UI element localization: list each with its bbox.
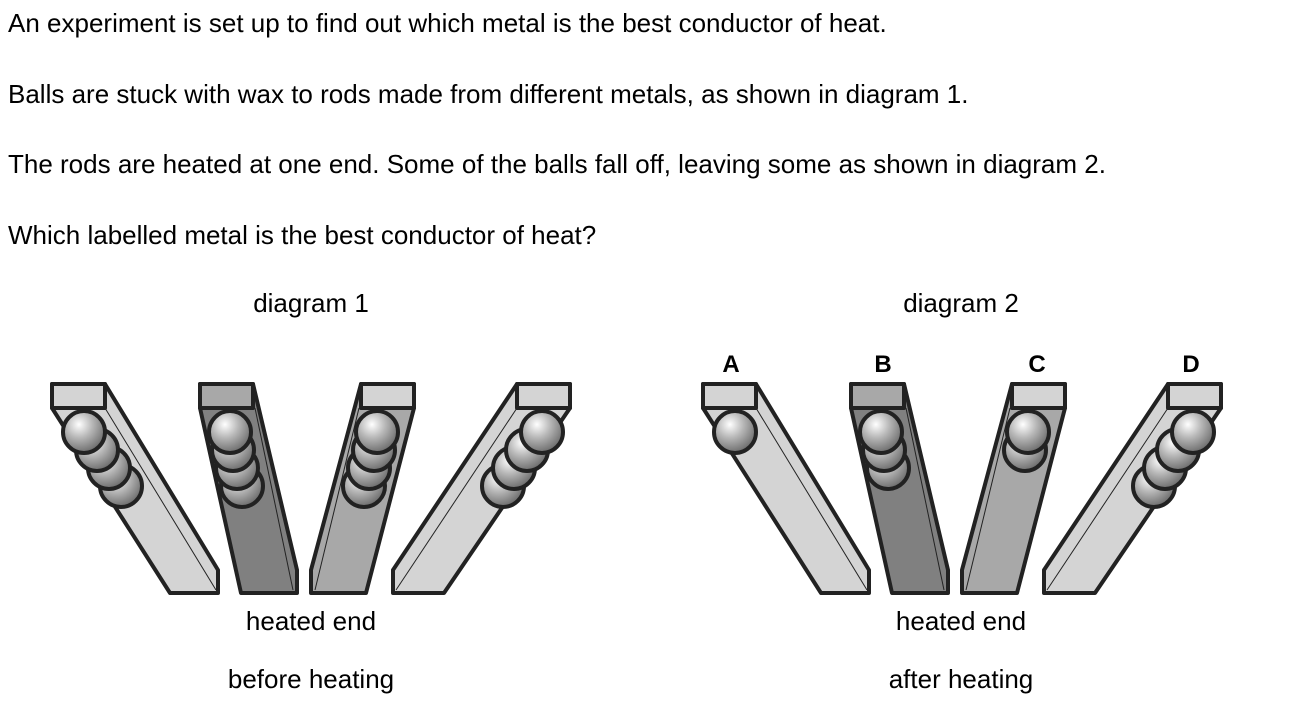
rod-outline — [960, 382, 1067, 595]
wax-ball — [207, 409, 253, 455]
diagram1-rod-4 — [391, 382, 572, 595]
diagram2-rod-3 — [960, 382, 1067, 595]
rod-edge-line — [905, 407, 945, 591]
wax-ball — [858, 409, 904, 455]
question-line-4: Which labelled metal is the best conduct… — [8, 220, 596, 250]
rod-end-face — [50, 382, 107, 410]
rod-edge-line — [314, 407, 360, 591]
wax-ball — [354, 409, 400, 455]
wax-ball — [712, 409, 758, 455]
diagram2-rod-2 — [849, 382, 950, 595]
rod-label-d: D — [1182, 351, 1199, 378]
rod-end-face — [515, 382, 572, 410]
diagram1-rod-1 — [50, 382, 220, 595]
diagram-1: diagram 1 heated end before heating — [50, 288, 572, 694]
rod-side — [105, 384, 218, 593]
rod-end-face — [1166, 382, 1223, 410]
rod-edge-line — [395, 407, 518, 591]
rod-outline — [309, 382, 416, 595]
diagram-2-heated-end-label: heated end — [896, 606, 1026, 636]
rod-label-c: C — [1028, 351, 1045, 378]
diagram1-rod-2 — [198, 382, 299, 595]
diagram-1-caption: before heating — [228, 664, 394, 694]
rod-edge-line — [965, 407, 1011, 591]
rod-side — [756, 384, 869, 593]
rod-outline — [701, 382, 871, 595]
diagram-1-heated-end-label: heated end — [246, 606, 376, 636]
diagram-2-caption: after heating — [889, 664, 1034, 694]
rod-edge-line — [104, 407, 217, 591]
rod-side — [1044, 384, 1168, 593]
diagram2-rod-1 — [701, 382, 871, 595]
rod-edge-line — [1046, 407, 1169, 591]
diagram-2: diagram 2 A B C D heated end after heati… — [701, 288, 1223, 694]
diagram2-rod-4 — [1042, 382, 1223, 595]
question-line-2: Balls are stuck with wax to rods made fr… — [8, 79, 969, 109]
rod-outline — [1042, 382, 1223, 595]
rod-end-face — [1010, 382, 1067, 410]
rod-end-face — [701, 382, 758, 410]
rod-side — [393, 384, 517, 593]
wax-ball — [61, 409, 107, 455]
rod-outline — [50, 382, 220, 595]
rod-label-a: A — [722, 351, 739, 378]
rod-outline — [198, 382, 299, 595]
rod-edge-line — [254, 407, 294, 591]
rod-end-face — [359, 382, 416, 410]
diagram-1-title: diagram 1 — [253, 288, 369, 318]
rod-end-face — [849, 382, 906, 410]
question-line-3: The rods are heated at one end. Some of … — [8, 149, 1106, 179]
wax-ball — [1170, 409, 1216, 455]
rod-edge-line — [755, 407, 868, 591]
rod-outline — [849, 382, 950, 595]
rod-label-b: B — [874, 351, 891, 378]
wax-ball — [519, 409, 565, 455]
rod-outline — [391, 382, 572, 595]
diagram-2-title: diagram 2 — [903, 288, 1019, 318]
rod-end-face — [198, 382, 255, 410]
question-line-1: An experiment is set up to find out whic… — [8, 8, 887, 38]
wax-ball — [1005, 409, 1051, 455]
diagram1-rod-3 — [309, 382, 416, 595]
